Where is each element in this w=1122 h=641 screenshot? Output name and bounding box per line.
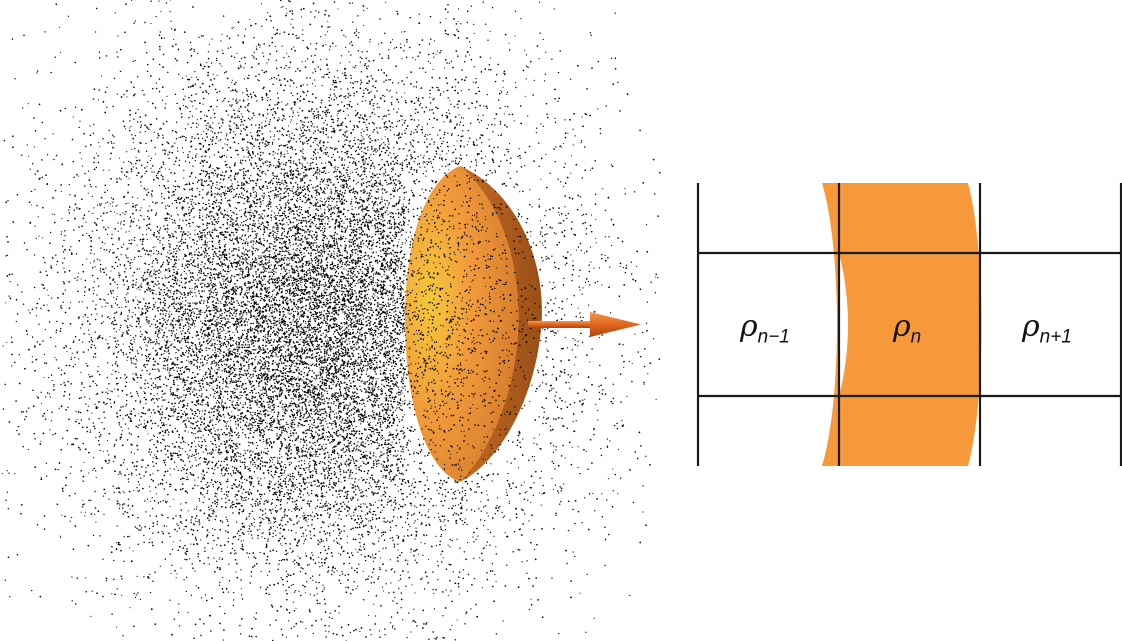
arrow-head	[590, 312, 641, 337]
spherical-shell-cap	[405, 166, 542, 482]
density-symbol: ρ	[1022, 309, 1040, 344]
outward-arrow	[528, 312, 641, 337]
particle-cloud	[1, 0, 661, 641]
cell-index: n+1	[1039, 326, 1072, 348]
shell-cap-face	[405, 166, 519, 482]
density-symbol: ρ	[740, 309, 758, 344]
cell-index: n	[910, 326, 922, 348]
shell-cap-rim	[460, 166, 542, 482]
arrow-shaft	[528, 321, 594, 328]
density-symbol: ρ	[893, 309, 911, 344]
cell-label-next: ρn+1	[1022, 312, 1072, 347]
band-inner-gap	[839, 253, 848, 396]
cell-index: n−1	[757, 326, 790, 348]
particle-cloud-foreground	[404, 168, 541, 481]
cell-label-current: ρn	[893, 312, 921, 347]
cell-label-previous: ρn−1	[740, 312, 790, 347]
finite-volume-grid	[696, 183, 1122, 466]
